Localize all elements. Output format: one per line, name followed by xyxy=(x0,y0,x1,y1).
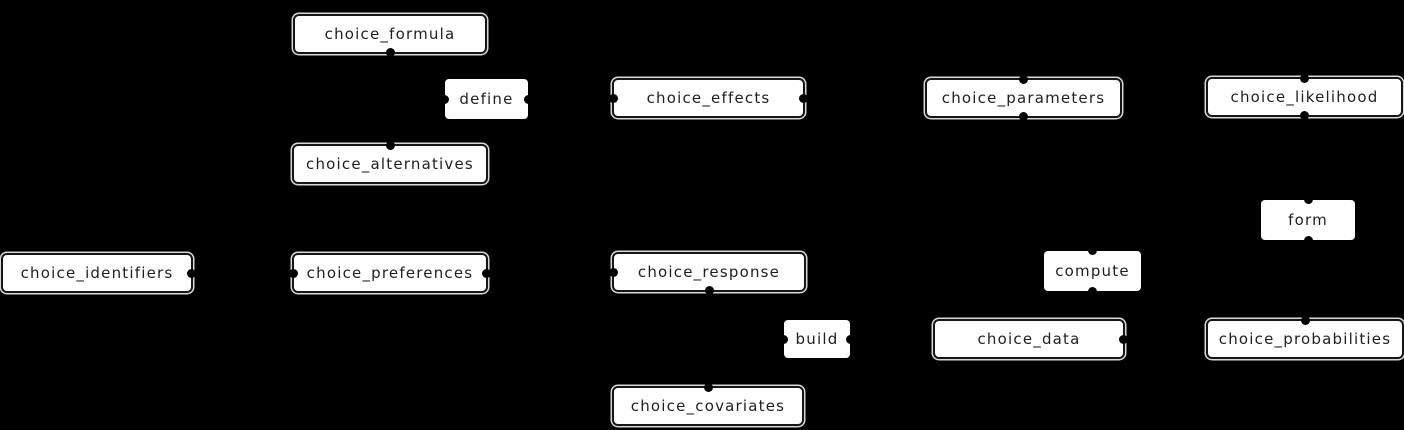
edge-port xyxy=(524,94,533,104)
node-choice-response: choice_response xyxy=(609,252,806,295)
edge-port xyxy=(1019,112,1028,121)
edge-port xyxy=(609,267,618,277)
edge-port xyxy=(482,268,491,278)
edge-port xyxy=(846,334,855,344)
edge-port xyxy=(1119,334,1128,344)
edge-port xyxy=(609,93,618,103)
edge-label-text: build xyxy=(795,330,839,348)
edge-port xyxy=(779,334,788,344)
edge-port xyxy=(1300,111,1309,120)
edge-port xyxy=(704,286,714,295)
node-label: choice_identifiers xyxy=(20,264,174,282)
edge-label-text: form xyxy=(1288,211,1328,229)
edge-port xyxy=(289,268,298,278)
edge-port xyxy=(440,94,449,104)
node-choice-identifiers: choice_identifiers xyxy=(1,253,196,293)
edge-port xyxy=(703,383,713,392)
edge-label-compute: compute xyxy=(1044,246,1141,296)
node-choice-likelihood: choice_likelihood xyxy=(1206,74,1403,120)
edge-port xyxy=(1088,287,1097,296)
edge-port xyxy=(385,48,395,57)
edge-port xyxy=(1303,236,1313,245)
edge-port xyxy=(385,141,395,150)
node-choice-alternatives: choice_alternatives xyxy=(292,141,488,184)
node-label: choice_preferences xyxy=(306,264,474,282)
edge-port xyxy=(1088,246,1097,255)
edge-label-define: define xyxy=(440,79,533,119)
node-label: choice_parameters xyxy=(941,89,1106,107)
node-label: choice_response xyxy=(637,263,781,281)
node-choice-probabilities: choice_probabilities xyxy=(1206,316,1404,359)
node-choice-preferences: choice_preferences xyxy=(289,253,491,293)
node-label: choice_probabilities xyxy=(1218,330,1392,348)
node-label: choice_data xyxy=(977,330,1081,348)
edge-port xyxy=(799,93,808,103)
node-label: choice_covariates xyxy=(630,397,786,415)
edge-label-form: form xyxy=(1261,195,1355,245)
node-label: choice_likelihood xyxy=(1230,88,1379,106)
node-choice-formula: choice_formula xyxy=(293,14,487,57)
node-choice-covariates: choice_covariates xyxy=(612,383,804,426)
node-choice-effects: choice_effects xyxy=(609,78,808,118)
edge-port xyxy=(1300,316,1310,325)
node-choice-parameters: choice_parameters xyxy=(925,75,1122,121)
node-label: choice_formula xyxy=(324,25,456,43)
edge-label-text: define xyxy=(459,90,514,108)
edge-label-text: compute xyxy=(1055,262,1130,280)
node-choice-data: choice_data xyxy=(933,319,1128,359)
edge-port xyxy=(187,268,196,278)
edge-label-build: build xyxy=(779,320,855,358)
node-label: choice_effects xyxy=(646,89,771,107)
edge-port xyxy=(1019,75,1028,84)
node-label: choice_alternatives xyxy=(306,155,474,173)
edge-port xyxy=(1300,74,1309,83)
edge-port xyxy=(1303,195,1313,204)
